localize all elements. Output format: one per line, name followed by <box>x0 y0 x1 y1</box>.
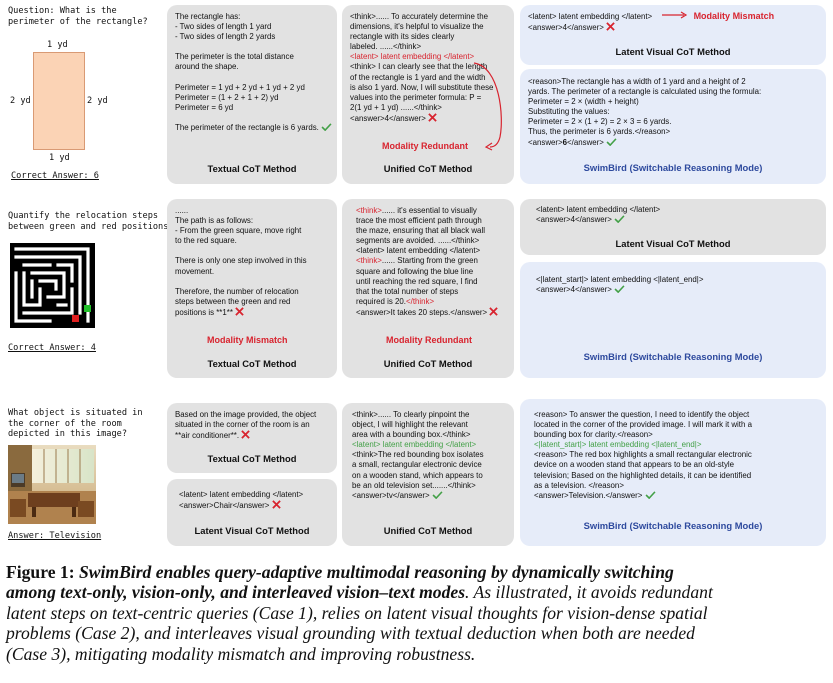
cross-icon <box>272 500 281 509</box>
case1-modality-redundant-tag: Modality Redundant <box>382 141 468 151</box>
check-icon <box>645 491 656 499</box>
redundant-arrow-icon <box>470 57 510 152</box>
rect-label-top: 1 yd <box>47 40 68 51</box>
case1-swimbird-title: SwimBird (Switchable Reasoning Mode) <box>520 162 826 173</box>
case1-modality-mismatch-tag: Modality Mismatch <box>694 11 775 21</box>
case3-textual-title: Textual CoT Method <box>167 453 337 464</box>
case3-question: What object is situated in the corner of… <box>8 408 143 440</box>
case2-unified-panel: <think>...... it's essential to visually… <box>342 199 514 378</box>
case3-textual-panel: Based on the image provided, the object … <box>167 403 337 473</box>
case2-textual-title: Textual CoT Method <box>167 358 337 369</box>
case1-unified-panel: <think>...... To accurately determine th… <box>342 5 514 184</box>
check-icon <box>321 123 332 131</box>
case2-latent-panel: <latent> latent embedding </latent> <ans… <box>520 199 826 255</box>
case3-unified-title: Unified CoT Method <box>342 525 514 536</box>
case2-swimbird-panel: <|latent_start|> latent embedding <|late… <box>520 262 826 378</box>
rect-label-right: 2 yd <box>87 96 108 107</box>
case2-modality-redundant-tag: Modality Redundant <box>386 335 472 345</box>
case1-latent-title: Latent Visual CoT Method <box>520 46 826 57</box>
case1-textual-title: Textual CoT Method <box>167 163 337 174</box>
case3-latent-panel: <latent> latent embedding </latent> <ans… <box>167 479 337 546</box>
cross-icon <box>428 113 437 122</box>
case1-swimbird-panel: <reason>The rectangle has a width of 1 y… <box>520 69 826 184</box>
case1-textual-panel: The rectangle has: - Two sides of length… <box>167 5 337 184</box>
case2-answer: Correct Answer: 4 <box>8 343 96 353</box>
case3-swimbird-title: SwimBird (Switchable Reasoning Mode) <box>520 520 826 531</box>
cross-icon <box>241 430 250 439</box>
case2-swimbird-title: SwimBird (Switchable Reasoning Mode) <box>520 351 826 362</box>
case1-latent-panel: <latent> latent embedding </latent> Moda… <box>520 5 826 65</box>
case3-latent-title: Latent Visual CoT Method <box>167 525 337 536</box>
rect-label-bottom: 1 yd <box>49 153 70 164</box>
case2-unified-title: Unified CoT Method <box>342 358 514 369</box>
case3-unified-panel: <think>...... To clearly pinpoint the ob… <box>342 403 514 546</box>
case3-answer: Answer: Television <box>8 531 101 541</box>
figure-caption: Figure 1: SwimBird enables query-adaptiv… <box>6 562 828 664</box>
room-photo <box>8 445 96 524</box>
check-icon <box>614 215 625 223</box>
cross-icon <box>606 22 615 31</box>
cross-icon <box>489 307 498 316</box>
cross-icon <box>235 307 244 316</box>
case1-unified-title: Unified CoT Method <box>342 163 514 174</box>
case3-swimbird-panel: <reason> To answer the question, I need … <box>520 399 826 546</box>
rectangle-figure <box>33 52 85 150</box>
check-icon <box>432 491 443 499</box>
case2-modality-mismatch-tag: Modality Mismatch <box>207 335 288 345</box>
case2-textual-panel: ...... The path is as follows: - From th… <box>167 199 337 378</box>
case2-latent-title: Latent Visual CoT Method <box>520 238 826 249</box>
maze-image <box>10 243 95 328</box>
check-icon <box>606 138 617 146</box>
case1-question: Question: What is the perimeter of the r… <box>8 6 148 27</box>
rect-label-left: 2 yd <box>10 96 31 107</box>
case1-answer: Correct Answer: 6 <box>11 171 99 181</box>
check-icon <box>614 285 625 293</box>
case2-question: Quantify the relocation steps between gr… <box>8 211 168 232</box>
caption-label: Figure 1: <box>6 562 75 582</box>
arrow-right-icon <box>662 11 688 19</box>
